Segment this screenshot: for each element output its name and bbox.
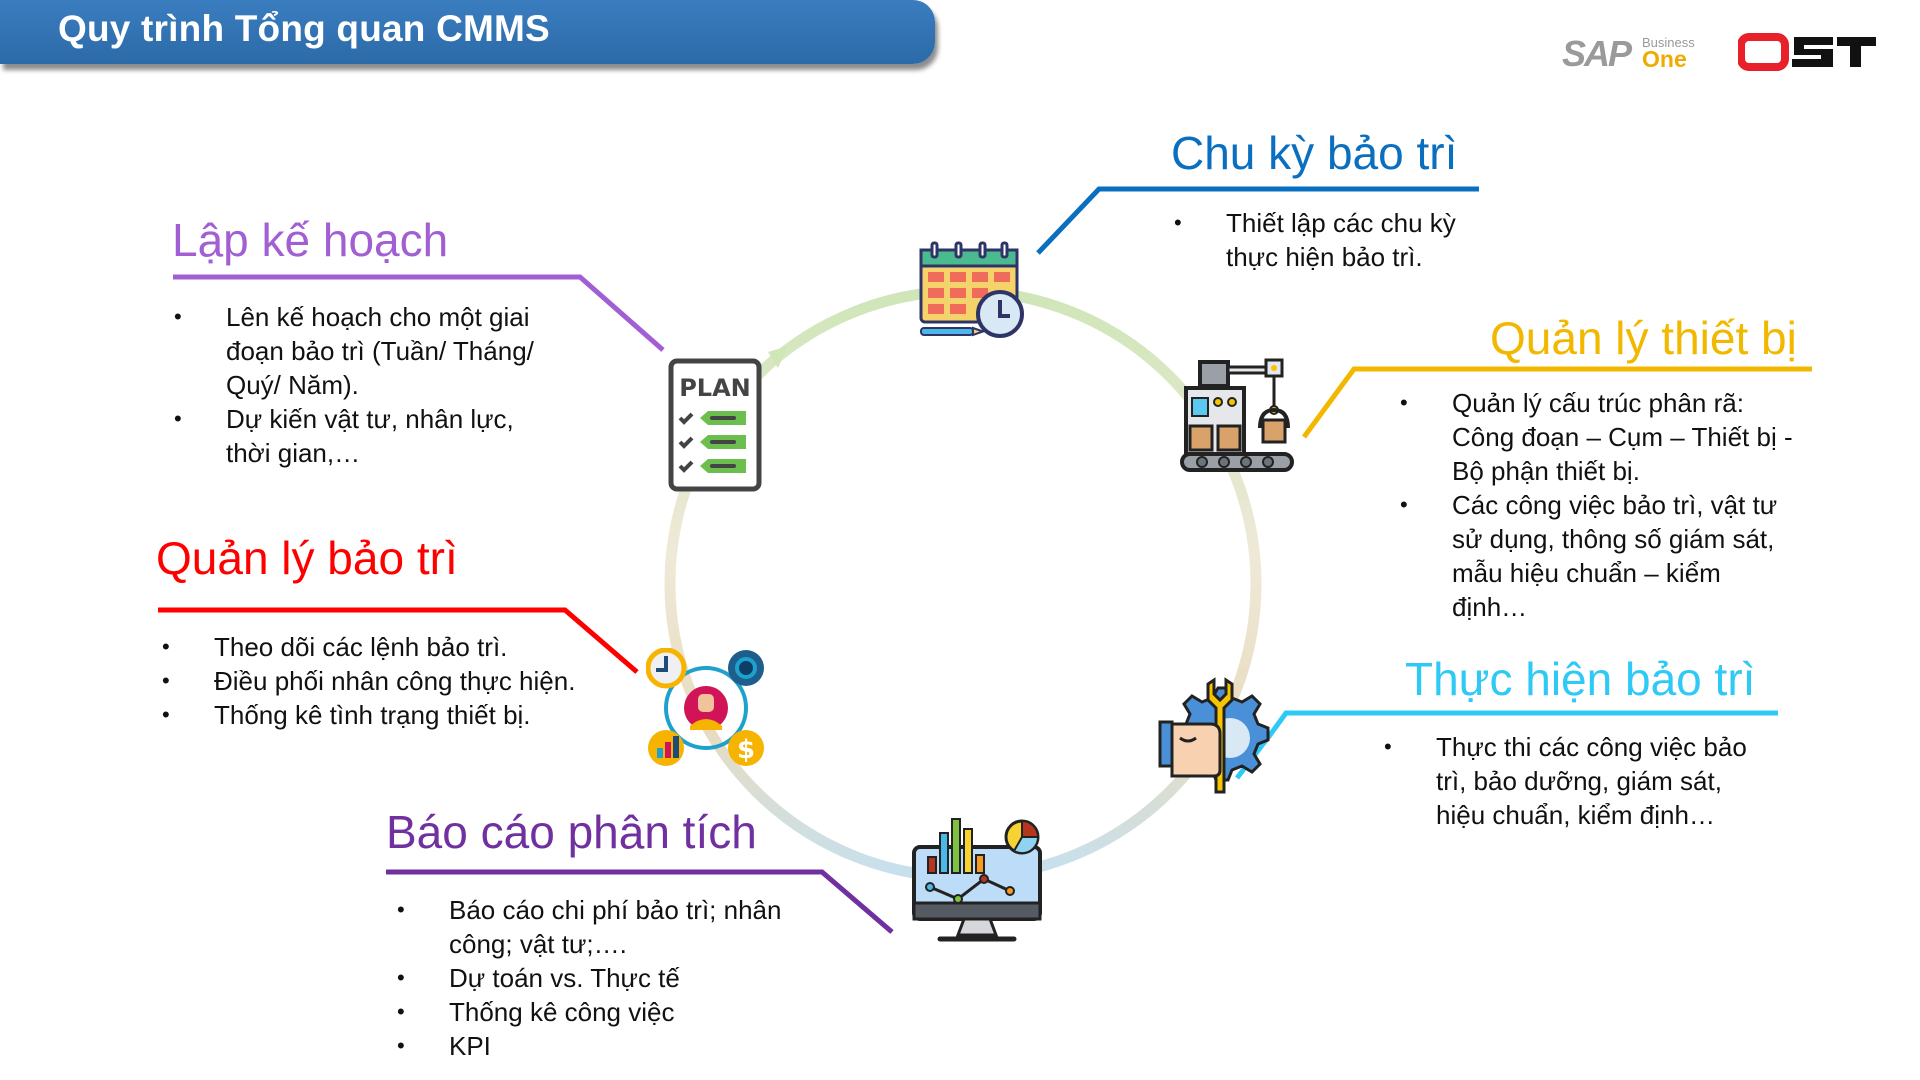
bullet-dot: • xyxy=(397,1033,405,1058)
ost-logo-s xyxy=(1792,37,1833,67)
page-title: Quy trình Tổng quan CMMS xyxy=(58,8,550,49)
svg-text:$: $ xyxy=(737,735,755,765)
bullet-text-line: sử dụng, thông số giám sát, xyxy=(1452,524,1775,554)
team-management-icon: $ xyxy=(646,648,764,766)
ost-logo xyxy=(1738,33,1876,71)
bullet-dot: • xyxy=(1400,492,1408,517)
bullet-text-line: KPI xyxy=(449,1031,491,1061)
bullet-text-line: Báo cáo chi phí bảo trì; nhân xyxy=(449,895,782,925)
bullet-text-line: Công đoạn – Cụm – Thiết bị - xyxy=(1452,422,1793,452)
bullet-item: • Quản lý cấu trúc phân rã: Công đoạn – Cụ… xyxy=(1400,386,1793,488)
cycle-bullets: • Thiết lập các chu kỳ thực hiện bảo trì. xyxy=(1174,206,1456,274)
cycle-heading: Chu kỳ bảo trì xyxy=(1171,127,1458,179)
analytics-monitor-icon xyxy=(912,818,1042,942)
bullet-text-line: Dự kiến vật tư, nhân lực, xyxy=(226,404,514,434)
maintenance-mgmt-connector-line xyxy=(158,607,639,674)
plan-connector-line xyxy=(173,274,665,352)
bullet-item: • Thống kê công việc xyxy=(397,995,781,1029)
execution-bullets: • Thực thi các công việc bảo trì, bảo dưỡn… xyxy=(1384,730,1747,832)
bullet-item: • Thống kê tình trạng thiết bị. xyxy=(162,698,575,732)
calendar-clock-icon xyxy=(919,241,1024,338)
bullet-text-line: mẫu hiệu chuẩn – kiểm xyxy=(1452,558,1721,588)
reports-heading: Báo cáo phân tích xyxy=(386,806,757,858)
bullet-text-line: Quản lý cấu trúc phân rã: xyxy=(1452,388,1744,418)
ost-logo-o xyxy=(1738,33,1789,71)
bullet-text-line: trì, bảo dưỡng, giám sát, xyxy=(1436,766,1722,796)
bullet-dot: • xyxy=(1384,734,1392,759)
bullet-dot: • xyxy=(397,965,405,990)
sap-one-text: One xyxy=(1642,46,1687,72)
cycle-arrowhead xyxy=(768,346,788,368)
bullet-item: • Các công việc bảo trì, vật tư sử dụng, t… xyxy=(1400,488,1793,624)
reports-bullets: • Báo cáo chi phí bảo trì; nhân công; vật … xyxy=(397,893,781,1063)
plan-checklist-icon: PLAN xyxy=(668,358,762,492)
bullet-item: • Dự toán vs. Thực tế xyxy=(397,961,781,995)
bullet-dot: • xyxy=(174,304,182,329)
bullet-dot: • xyxy=(174,406,182,431)
plan-heading: Lập kế hoạch xyxy=(172,214,449,266)
bullet-text-line: hiệu chuẩn, kiểm định… xyxy=(1436,800,1715,830)
bullet-text-line: định… xyxy=(1452,592,1528,622)
bullet-text-line: Theo dõi các lệnh bảo trì. xyxy=(214,632,508,662)
bullet-item: • Lên kế hoạch cho một giai đoạn bảo trì (… xyxy=(174,300,534,402)
sap-business-one-logo: SAP Business One xyxy=(1562,33,1702,74)
bullet-text-line: thực hiện bảo trì. xyxy=(1226,242,1423,272)
equipment-heading: Quản lý thiết bị xyxy=(1490,312,1797,364)
bullet-text-line: đoạn bảo trì (Tuần/ Tháng/ xyxy=(226,336,534,366)
wrench-hand-gear-icon xyxy=(1158,677,1270,794)
bullet-dot: • xyxy=(1400,390,1408,415)
bullet-text-line: Thực thi các công việc bảo xyxy=(1436,732,1747,762)
bullet-item: • Báo cáo chi phí bảo trì; nhân công; vật … xyxy=(397,893,781,961)
bullet-text-line: công; vật tư;…. xyxy=(449,929,627,959)
equipment-bullets: • Quản lý cấu trúc phân rã: Công đoạn – Cụ… xyxy=(1400,386,1793,624)
sap-logo-text: SAP xyxy=(1562,33,1632,74)
bullet-text-line: Dự toán vs. Thực tế xyxy=(449,963,680,993)
bullet-item: • Theo dõi các lệnh bảo trì. xyxy=(162,630,575,664)
bullet-text-line: Quý/ Năm). xyxy=(226,370,359,400)
svg-text:PLAN: PLAN xyxy=(679,374,751,402)
bullet-text-line: Thiết lập các chu kỳ xyxy=(1226,208,1456,238)
maintenance-mgmt-bullets: • Theo dõi các lệnh bảo trì. • Điều phối nh… xyxy=(162,630,575,732)
execution-heading: Thực hiện bảo trì xyxy=(1405,653,1756,705)
bullet-dot: • xyxy=(162,702,170,727)
bullet-dot: • xyxy=(1174,210,1182,235)
bullet-text-line: Bộ phận thiết bị. xyxy=(1452,456,1640,486)
bullet-item: • Thực thi các công việc bảo trì, bảo dưỡn… xyxy=(1384,730,1747,832)
bullet-dot: • xyxy=(397,897,405,922)
bullet-dot: • xyxy=(397,999,405,1024)
title-banner: Quy trình Tổng quan CMMS xyxy=(0,0,935,64)
bullet-item: • KPI xyxy=(397,1029,781,1063)
bullet-text-line: Thống kê tình trạng thiết bị. xyxy=(214,700,531,730)
bullet-dot: • xyxy=(162,668,170,693)
bullet-item: • Thiết lập các chu kỳ thực hiện bảo trì. xyxy=(1174,206,1456,274)
bullet-item: • Điều phối nhân công thực hiện. xyxy=(162,664,575,698)
bullet-text-line: Lên kế hoạch cho một giai xyxy=(226,302,530,332)
reports-connector-line xyxy=(386,869,894,934)
maintenance-mgmt-heading: Quản lý bảo trì xyxy=(156,532,458,584)
factory-machine-icon xyxy=(1180,358,1294,472)
bullet-text-line: Các công việc bảo trì, vật tư xyxy=(1452,490,1778,520)
ost-logo-t xyxy=(1837,37,1876,67)
bullet-text-line: Điều phối nhân công thực hiện. xyxy=(214,666,576,696)
bullet-text-line: thời gian,… xyxy=(226,438,361,468)
plan-bullets: • Lên kế hoạch cho một giai đoạn bảo trì (… xyxy=(174,300,534,470)
cycle-connector-line xyxy=(1036,186,1479,255)
bullet-dot: • xyxy=(162,634,170,659)
bullet-item: • Dự kiến vật tư, nhân lực, thời gian,… xyxy=(174,402,534,470)
bullet-text-line: Thống kê công việc xyxy=(449,997,675,1027)
equipment-connector-line xyxy=(1301,366,1812,439)
sap-business-text: Business xyxy=(1642,35,1695,50)
